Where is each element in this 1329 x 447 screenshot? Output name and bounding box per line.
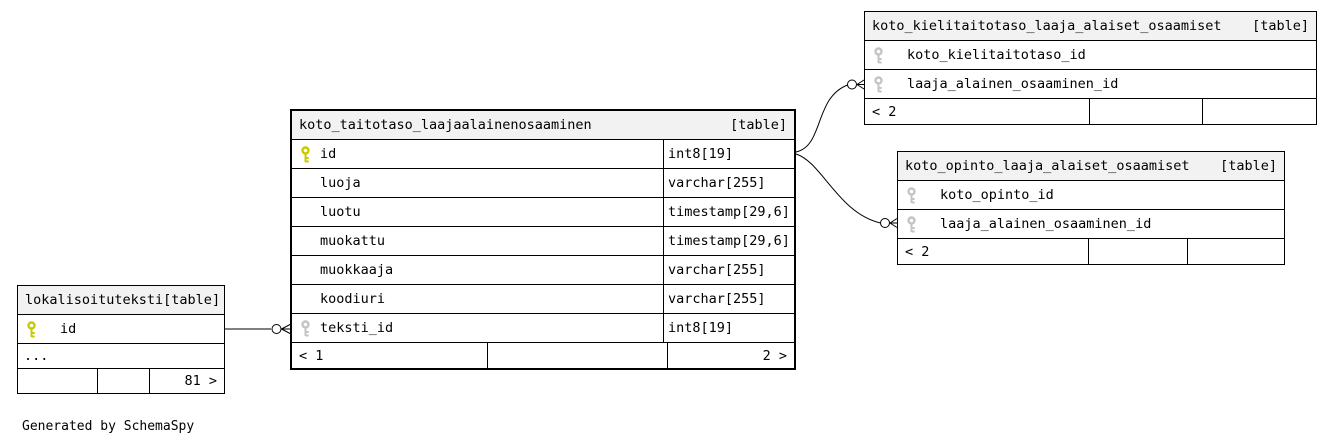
column-name: laaja_alainen_osaaminen_id xyxy=(940,216,1152,232)
footer-middle-cell xyxy=(97,369,149,393)
table-badge: [table] xyxy=(1220,158,1277,174)
foreign-key-icon xyxy=(904,215,918,233)
ellipsis-label: ... xyxy=(24,348,49,364)
column-row-koto-kielitaitotaso-id: koto_kielitaitotaso_id xyxy=(865,41,1316,70)
column-row-koodiuri: koodiuri varchar[255] xyxy=(292,285,794,314)
edge-id-to-opinto-junction xyxy=(795,153,898,228)
column-name: luotu xyxy=(320,204,361,220)
primary-key-icon xyxy=(298,145,312,163)
table-koto-taitotaso-laajaalainenosaaminen[interactable]: koto_taitotaso_laajaalainenosaaminen [ta… xyxy=(290,109,796,370)
column-type: int8[19] xyxy=(663,140,794,168)
column-type: varchar[255] xyxy=(663,256,794,284)
column-name: id xyxy=(320,146,337,162)
table-badge: [table] xyxy=(1252,18,1309,34)
column-name: muokattu xyxy=(320,233,386,249)
table-footer: < 1 2 > xyxy=(292,343,794,368)
footer-middle-cell xyxy=(487,343,667,368)
foreign-key-icon xyxy=(871,75,885,93)
table-koto-kielitaitotaso-laaja-alaiset-osaamiset[interactable]: koto_kielitaitotaso_laaja_alaiset_osaami… xyxy=(864,11,1317,125)
table-koto-opinto-laaja-alaiset-osaamiset[interactable]: koto_opinto_laaja_alaiset_osaamiset [tab… xyxy=(897,151,1285,265)
column-type: timestamp[29,6] xyxy=(663,198,794,226)
column-row-luotu: luotu timestamp[29,6] xyxy=(292,198,794,227)
column-name: koodiuri xyxy=(320,291,386,307)
footer-middle-cell xyxy=(1088,239,1187,264)
table-lokalisoituteksti[interactable]: lokalisoituteksti [table] id ... 81 > xyxy=(17,285,225,394)
column-type: timestamp[29,6] xyxy=(663,227,794,255)
table-footer: 81 > xyxy=(18,369,224,393)
table-name[interactable]: koto_kielitaitotaso_laaja_alaiset_osaami… xyxy=(872,18,1222,34)
table-footer: < 2 xyxy=(898,239,1284,264)
footer-related-left[interactable]: < 2 xyxy=(872,103,897,120)
table-header: koto_opinto_laaja_alaiset_osaamiset [tab… xyxy=(898,152,1284,181)
column-name: koto_opinto_id xyxy=(940,187,1054,203)
table-name[interactable]: koto_taitotaso_laajaalainenosaaminen xyxy=(299,117,592,133)
column-name: koto_kielitaitotaso_id xyxy=(907,47,1086,63)
foreign-key-icon xyxy=(298,319,312,337)
edge-id-to-kielitaitotaso-junction xyxy=(795,79,865,153)
column-row-id: id int8[19] xyxy=(292,140,794,169)
footer-middle-cell xyxy=(1089,99,1202,124)
column-name: muokkaaja xyxy=(320,262,394,278)
table-name[interactable]: koto_opinto_laaja_alaiset_osaamiset xyxy=(905,158,1190,174)
footer-left-cell xyxy=(18,369,97,393)
column-row-muokattu: muokattu timestamp[29,6] xyxy=(292,227,794,256)
column-type: varchar[255] xyxy=(663,169,794,197)
footer-related-right[interactable]: 2 > xyxy=(667,343,794,368)
footer-right-cell xyxy=(1202,99,1316,124)
column-row-id: id xyxy=(18,315,224,344)
table-badge: [table] xyxy=(730,117,787,133)
footer-related-left[interactable]: < 1 xyxy=(299,347,324,364)
column-row-teksti-id: teksti_id int8[19] xyxy=(292,314,794,343)
table-name[interactable]: lokalisoituteksti xyxy=(25,292,164,308)
column-name: laaja_alainen_osaaminen_id xyxy=(907,76,1119,92)
column-row-luoja: luoja varchar[255] xyxy=(292,169,794,198)
foreign-key-icon xyxy=(871,46,885,64)
column-name: teksti_id xyxy=(320,320,394,336)
footer-related-left[interactable]: < 2 xyxy=(905,243,930,260)
edge-lokalisoituteksti-to-teksti-id xyxy=(225,324,291,334)
footer-related-right[interactable]: 81 > xyxy=(149,369,224,393)
column-type: varchar[255] xyxy=(663,285,794,313)
column-row-muokkaaja: muokkaaja varchar[255] xyxy=(292,256,794,285)
table-header: koto_kielitaitotaso_laaja_alaiset_osaami… xyxy=(865,12,1316,41)
primary-key-icon xyxy=(24,320,38,338)
column-name: id xyxy=(60,321,77,337)
table-header: koto_taitotaso_laajaalainenosaaminen [ta… xyxy=(292,111,794,140)
column-row-laaja-alainen-osaaminen-id: laaja_alainen_osaaminen_id xyxy=(898,210,1284,239)
column-name: luoja xyxy=(320,175,361,191)
table-badge: [table] xyxy=(163,292,221,308)
table-header: lokalisoituteksti [table] xyxy=(18,286,224,315)
column-row-koto-opinto-id: koto_opinto_id xyxy=(898,181,1284,210)
columns-truncated-ellipsis: ... xyxy=(18,344,224,369)
foreign-key-icon xyxy=(904,186,918,204)
table-footer: < 2 xyxy=(865,99,1316,124)
footer-right-cell xyxy=(1187,239,1284,264)
column-type: int8[19] xyxy=(663,314,794,342)
generator-caption: Generated by SchemaSpy xyxy=(22,419,195,434)
column-row-laaja-alainen-osaaminen-id: laaja_alainen_osaaminen_id xyxy=(865,70,1316,99)
